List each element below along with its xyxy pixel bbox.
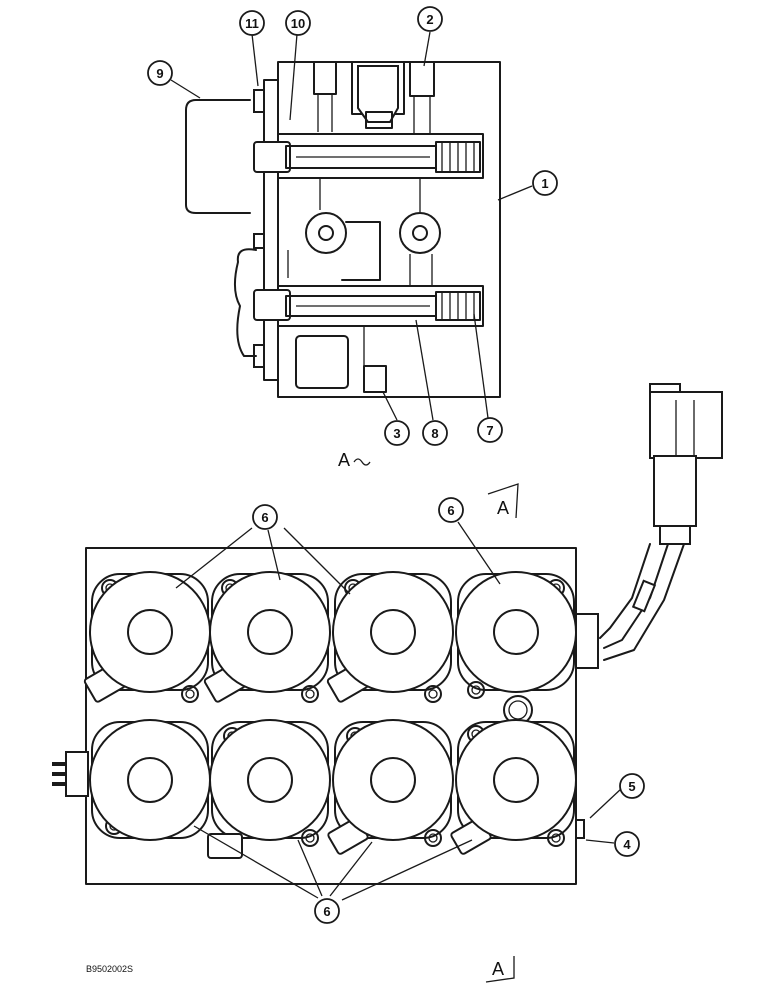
callout-11: 11	[239, 10, 265, 36]
svg-text:6: 6	[323, 904, 330, 919]
svg-text:5: 5	[628, 779, 635, 794]
callout-10: 10	[285, 10, 311, 36]
section-marker-bottom: A	[485, 956, 515, 983]
svg-text:8: 8	[431, 426, 438, 441]
svg-text:9: 9	[156, 66, 163, 81]
svg-text:1: 1	[541, 176, 548, 191]
section-view-label: A	[338, 450, 350, 470]
plan-view	[52, 383, 723, 885]
section-view	[185, 61, 501, 398]
svg-text:A: A	[497, 498, 509, 518]
callout-8: 8	[422, 420, 448, 446]
solenoid-coil	[326, 571, 454, 703]
end-plate	[263, 79, 279, 381]
solenoid-coil	[207, 719, 331, 859]
solenoid-coil	[455, 571, 577, 699]
callout-1: 1	[532, 170, 558, 196]
solenoid-coil	[83, 571, 211, 703]
callout-6: 6	[252, 504, 278, 530]
svg-text:7: 7	[486, 423, 493, 438]
solenoid-coil	[89, 719, 211, 841]
solenoid-coil	[327, 719, 454, 855]
harness-fitting	[575, 613, 599, 669]
svg-text:2: 2	[426, 12, 433, 27]
svg-text:6: 6	[447, 503, 454, 518]
solenoid-coil	[203, 571, 331, 703]
svg-text:11: 11	[245, 16, 259, 31]
svg-text:3: 3	[393, 426, 400, 441]
valve-base-plate	[85, 547, 577, 885]
callout-4: 4	[614, 831, 640, 857]
solenoid-coil	[450, 719, 577, 855]
section-view-tilde	[353, 458, 371, 466]
callout-7: 7	[477, 417, 503, 443]
drawing-code: B9502002S	[86, 964, 133, 974]
section-leaders	[170, 31, 533, 421]
callout-9: 9	[147, 60, 173, 86]
callout-6: 6	[314, 898, 340, 924]
callout-3: 3	[384, 420, 410, 446]
callout-6: 6	[438, 497, 464, 523]
callout-2: 2	[417, 6, 443, 32]
section-marker-top: A	[487, 483, 519, 519]
plan-leaders	[175, 521, 623, 901]
svg-text:10: 10	[291, 16, 305, 31]
svg-text:A: A	[492, 959, 504, 979]
svg-text:4: 4	[623, 837, 631, 852]
svg-text:6: 6	[261, 510, 268, 525]
wiring-harness	[599, 383, 723, 661]
callout-5: 5	[619, 773, 645, 799]
